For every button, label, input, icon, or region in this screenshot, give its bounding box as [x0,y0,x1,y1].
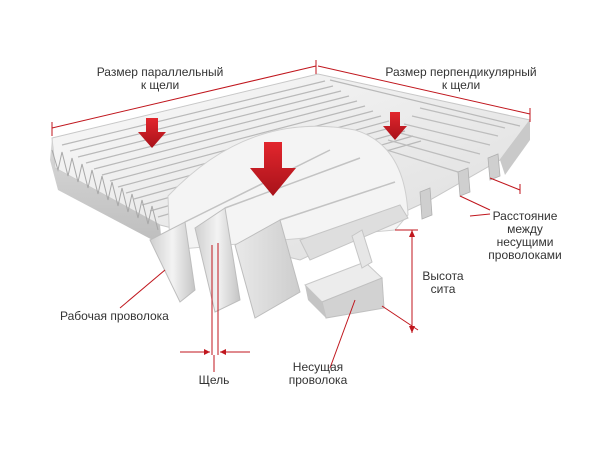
wire-profile-edge [51,149,159,231]
label-slot: Щель [194,374,234,387]
flow-arrow-icon [138,118,166,148]
support-rods-right [419,153,501,220]
label-slot-text: Щель [198,373,230,387]
label-support-spacing-line4: проволоками [488,248,562,262]
label-support-spacing: Расстояние между несущими проволоками [485,210,565,262]
label-perpendicular-size-line2: к щели [441,78,481,92]
label-support-spacing-line1: Расстояние [492,209,558,223]
support-rod-magnified [304,229,385,319]
label-parallel-size: Размер параллельный к щели [95,66,225,92]
label-support-rod: Несущая проволока [280,361,356,387]
label-parallel-size-line2: к щели [140,78,180,92]
label-support-spacing-line3: несущими [496,235,554,249]
label-perpendicular-size-line1: Размер перпендикулярный [385,65,537,79]
label-parallel-size-line1: Размер параллельный [96,65,224,79]
label-support-rod-line2: проволока [288,373,348,387]
leader-lines [119,213,491,369]
label-screen-height-line1: Высота [422,269,464,283]
label-profile-wire: Рабочая проволока [60,310,169,323]
flow-arrow-icon [250,142,296,196]
label-screen-height: Высота сита [418,270,468,296]
label-profile-wire-text: Рабочая проволока [60,309,169,323]
label-support-spacing-line2: между [507,222,543,236]
label-perpendicular-size: Размер перпендикулярный к щели [380,66,542,92]
flow-arrow-icon [383,112,407,140]
label-support-rod-line1: Несущая [292,360,344,374]
label-screen-height-line2: сита [430,282,456,296]
